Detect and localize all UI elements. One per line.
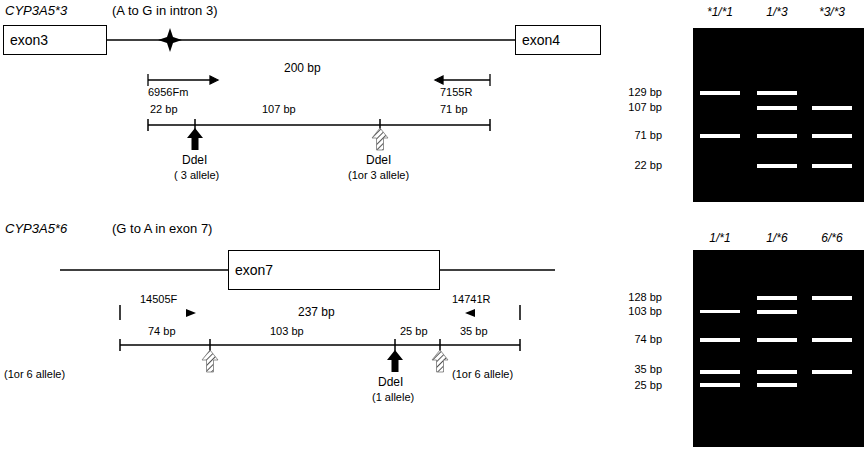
genotype-label: 1/*3 — [766, 6, 787, 19]
annotation: (1 allele) — [372, 391, 414, 403]
cut-arrow-hatched — [372, 128, 388, 150]
band-size: 25 bp — [634, 379, 662, 391]
annotation: DdeI — [182, 154, 207, 167]
annotation: 7155R — [440, 86, 472, 98]
annotation: (1or 3 allele) — [348, 169, 409, 181]
gel-bands — [700, 91, 852, 168]
annotation: ( 3 allele) — [174, 169, 219, 181]
annotation: 14505F — [140, 293, 177, 305]
cut-arrow-hatched — [202, 350, 218, 372]
annotation: 25 bp — [400, 325, 428, 337]
band-size: 107 bp — [628, 101, 662, 113]
band-size: 22 bp — [634, 159, 662, 171]
exon-box: exon3 — [3, 25, 107, 55]
annotation: (1or 6 allele) — [452, 368, 513, 380]
exon-label: exon7 — [235, 262, 273, 278]
annotation: 74 bp — [148, 325, 176, 337]
annotation: (A to G in intron 3) — [112, 4, 218, 18]
annotation: 107 bp — [262, 103, 296, 115]
annotation: 71 bp — [440, 103, 468, 115]
fragment-scale — [120, 305, 520, 351]
annotation: 103 bp — [270, 325, 304, 337]
annotation: (G to A in exon 7) — [112, 222, 212, 236]
band-size: 103 bp — [628, 305, 662, 317]
cut-arrow-hatched — [432, 350, 448, 372]
cut-arrow — [387, 350, 403, 372]
annotation: 237 bp — [298, 306, 335, 319]
band-size: 128 bp — [628, 291, 662, 303]
gel — [693, 28, 864, 202]
annotation: DdeI — [366, 154, 391, 167]
fragment-scale — [148, 119, 490, 131]
primer-arrows — [148, 74, 490, 86]
genotype-label: 1/*6 — [766, 232, 787, 245]
annotation: 6956Fm — [148, 86, 188, 98]
genotype-label: 1/*1 — [709, 232, 730, 245]
band-size: 129 bp — [628, 86, 662, 98]
annotation: (1or 6 allele) — [4, 368, 65, 380]
annotation: DdeI — [378, 376, 403, 389]
exon-box: exon7 — [228, 250, 440, 290]
primer-arrow — [465, 309, 475, 317]
band-size: 35 bp — [634, 363, 662, 375]
primer-arrow — [186, 309, 196, 317]
band-size: 74 bp — [634, 333, 662, 345]
annotation: CYP3A5*3 — [5, 4, 67, 18]
exon-box: exon4 — [515, 25, 601, 55]
exon-label: exon4 — [522, 32, 560, 48]
genotype-label: 6/*6 — [821, 232, 842, 245]
gel — [693, 250, 864, 447]
genotype-label: *3/*3 — [819, 6, 845, 19]
exon-label: exon3 — [10, 32, 48, 48]
annotation: 35 bp — [460, 325, 488, 337]
annotation: 14741R — [452, 293, 491, 305]
cut-arrow — [187, 128, 203, 150]
annotation: CYP3A5*6 — [5, 222, 67, 236]
annotation: 22 bp — [150, 103, 178, 115]
annotation: 200 bp — [284, 62, 321, 75]
intron-line — [107, 39, 515, 40]
gel-bands — [700, 296, 852, 387]
genotype-label: *1/*1 — [707, 6, 733, 19]
band-size: 71 bp — [634, 129, 662, 141]
